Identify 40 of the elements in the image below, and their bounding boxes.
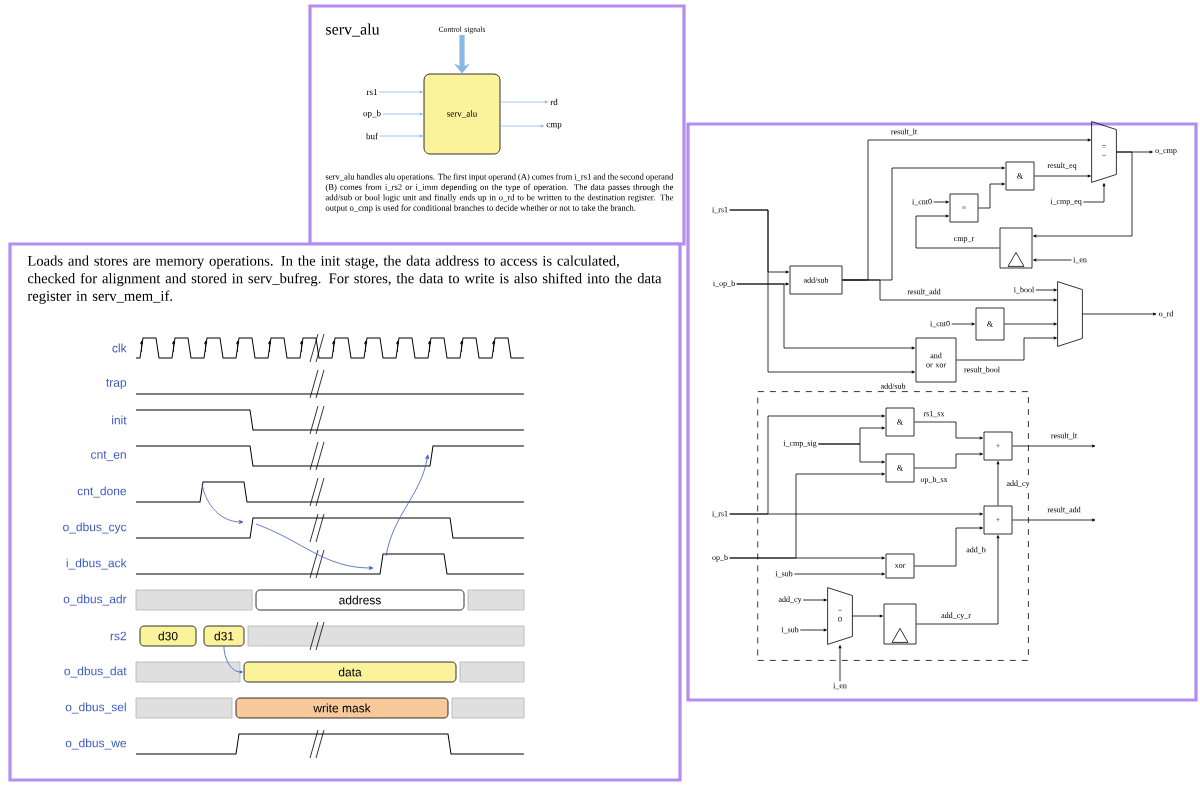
wire <box>1083 183 1106 203</box>
wire <box>978 182 1005 209</box>
wire <box>802 598 827 602</box>
wire <box>223 646 243 674</box>
multiplexer <box>1057 281 1083 347</box>
wire <box>1034 174 1091 178</box>
wire <box>852 614 883 618</box>
wire <box>842 166 1005 281</box>
wire <box>916 535 1000 625</box>
register <box>999 227 1033 269</box>
wire <box>914 452 983 469</box>
register <box>883 603 917 645</box>
wire <box>951 322 975 326</box>
wire <box>1082 312 1157 316</box>
wire <box>729 512 983 516</box>
wire <box>500 100 548 104</box>
wire <box>1012 518 1096 522</box>
wire <box>378 90 423 94</box>
wire <box>793 572 885 576</box>
wire <box>729 209 915 374</box>
wire <box>799 628 827 632</box>
wire <box>1012 444 1096 448</box>
wire <box>500 124 544 128</box>
wire <box>838 645 842 682</box>
wire <box>956 336 1057 361</box>
wire <box>1033 151 1133 238</box>
wire <box>914 421 983 440</box>
wire <box>382 112 423 116</box>
wire <box>1035 288 1057 292</box>
wire <box>914 526 983 567</box>
wire <box>817 443 885 464</box>
wire <box>933 200 949 204</box>
wire <box>729 556 885 560</box>
wire <box>736 283 915 350</box>
wire <box>1004 322 1057 326</box>
wire <box>915 214 1000 249</box>
wire <box>1033 258 1072 262</box>
wire <box>996 461 1000 506</box>
wire <box>379 134 423 138</box>
page-title: serv_alu <box>326 23 380 37</box>
